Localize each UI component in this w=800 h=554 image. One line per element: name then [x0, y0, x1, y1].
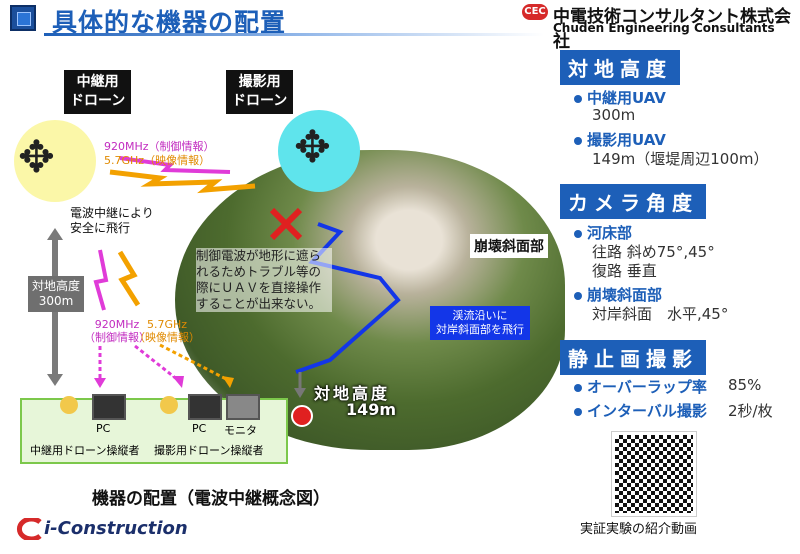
overlap-label: オーバーラップ率: [574, 376, 707, 397]
monitor-label: モニタ: [224, 424, 257, 437]
camera-drone-circle: [278, 110, 360, 192]
control-signal-top: [119, 156, 231, 174]
operator-relay-label: 中継用ドローン操縦者: [30, 444, 140, 457]
flight-path: [295, 222, 401, 374]
video-signal-top: [109, 169, 256, 194]
freq-video-bottom: 5.7GHz（映像情報）: [134, 318, 200, 344]
camera-uav-label: 撮影用UAV: [574, 129, 666, 150]
title-square-icon: [10, 5, 36, 31]
slope-value: 対岸斜面 水平,45°: [592, 305, 729, 323]
freq-control-top: 920MHz（制御情報）: [104, 140, 215, 153]
footer-brand: i-Construction: [44, 518, 188, 539]
relay-drone-circle: [14, 120, 96, 202]
ground-altitude-label: 対地高度: [314, 384, 391, 403]
pc2-label: PC: [192, 422, 207, 435]
relay-uav-value: 300m: [592, 106, 636, 124]
relay-note: 電波中継により安全に飛行: [70, 206, 154, 235]
collapse-slope-label: 崩壊斜面部: [470, 234, 548, 258]
worker-icon: [160, 396, 178, 414]
qr-code[interactable]: [611, 431, 697, 517]
slope-label: 崩壊斜面部: [574, 284, 662, 305]
riverbed-label: 河床部: [574, 222, 632, 243]
worker-icon: [60, 396, 78, 414]
section-camera-title: カメラ角度: [560, 184, 706, 219]
freq-video-top: 5.7GHz（映像情報）: [104, 154, 211, 167]
overlap-value: 85%: [728, 376, 762, 394]
monitor-icon: [226, 394, 260, 420]
company-logo-icon: CEC: [522, 4, 548, 20]
freq-control-bottom: 920MHz（制御情報）: [84, 318, 150, 344]
target-point: [291, 405, 313, 427]
control-signal-vertical: [93, 249, 109, 311]
camera-uav-value: 149m（堰堤周辺100m）: [592, 150, 769, 168]
video-signal-vertical: [117, 250, 141, 307]
qr-caption: 実証実験の紹介動画: [580, 522, 698, 537]
camera-drone-icon: ✥: [294, 122, 331, 173]
riverbed-value-2: 復路 垂直: [592, 262, 657, 280]
interval-value: 2秒/枚: [728, 402, 773, 420]
page-title: 具体的な機器の配置: [52, 8, 287, 37]
interval-label: インターバル撮影: [574, 400, 707, 421]
title-underline: [44, 33, 544, 36]
operator-camera-label: 撮影用ドローン操縦者: [154, 444, 264, 457]
ground-altitude-value: 149m: [346, 400, 397, 419]
section-still-title: 静止画撮影: [560, 340, 706, 375]
relay-drone-icon: ✥: [18, 132, 55, 183]
pc-icon: [92, 394, 126, 420]
diagram-caption: 機器の配置（電波中継概念図）: [92, 489, 330, 509]
camera-drone-label: 撮影用ドローン: [226, 70, 294, 114]
company-name-ja: 中電技術コンサルタント株式会社: [553, 7, 791, 52]
pc1-label: PC: [96, 422, 111, 435]
section-altitude-title: 対地高度: [560, 50, 680, 85]
relay-uav-label: 中継用UAV: [574, 87, 666, 108]
warning-text: 制御電波が地形に遮られるためトラブル等の際にＵＡＶを直接操作することが出来ない。: [196, 248, 332, 312]
flight-note: 渓流沿いに対岸斜面部を飛行: [430, 306, 530, 340]
relay-drone-label: 中継用ドローン: [64, 70, 132, 114]
blocked-signal-icon: [269, 207, 303, 241]
i-construction-logo-icon: [10, 516, 42, 542]
riverbed-value-1: 往路 斜め75°,45°: [592, 243, 715, 261]
company-name-en: Chuden Engineering Consultants: [553, 21, 775, 35]
pc-icon: [188, 394, 222, 420]
